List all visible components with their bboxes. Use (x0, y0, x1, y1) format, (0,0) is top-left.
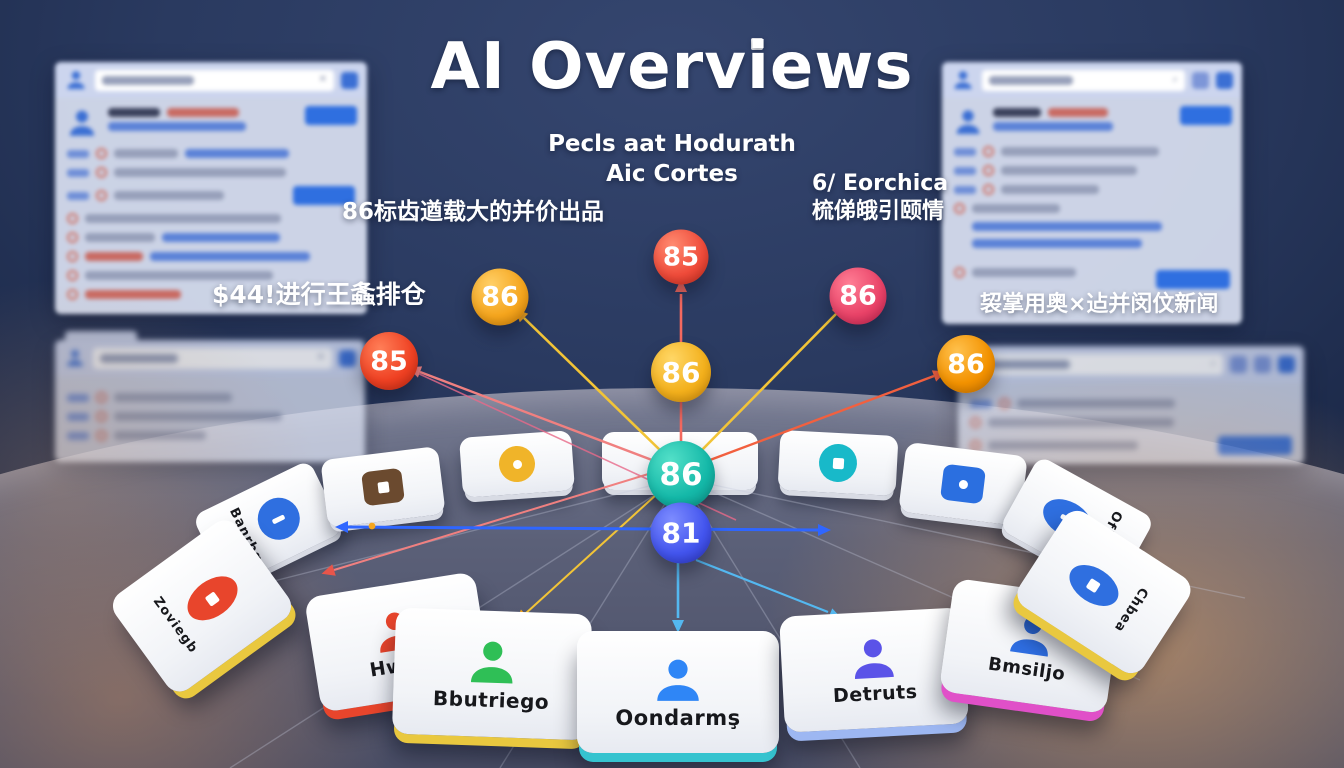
annotation-left-mid: $44!进行王螽排仓 (212, 280, 426, 309)
source-tile-label: Oondarmş (615, 705, 741, 730)
profile-avatar-icon (69, 110, 95, 136)
gear-icon[interactable] (1216, 71, 1233, 89)
score-bubble-right-outer: 86 (829, 267, 887, 325)
avatar-icon (67, 350, 83, 367)
score-bubble-left-inner: 85 (360, 332, 418, 390)
subtitle-line1: Pecls aat Hodurath (548, 131, 796, 157)
score-bubble-right-inner: 86 (937, 335, 995, 393)
list-bullet-icon (96, 148, 107, 159)
primary-button[interactable] (1218, 436, 1292, 455)
list-bullet-icon (983, 146, 994, 157)
gear-icon[interactable] (1278, 355, 1295, 373)
yellow-round-badge-icon (497, 444, 537, 484)
panel-header: ✕ (55, 62, 367, 98)
browser-panel-top-left: ✕ (55, 62, 367, 314)
teal-round-badge-icon (818, 443, 858, 483)
avatar-icon (954, 71, 972, 89)
annotation-right-top: 6/ Eorchica 梳俤皒引颐情 (812, 170, 948, 225)
source-tile-detruts[interactable]: Detruts (779, 607, 969, 733)
list-bullet-icon (96, 392, 107, 403)
action-button[interactable] (305, 106, 357, 125)
primary-button[interactable] (1156, 270, 1230, 289)
panel-header: ⌕ (942, 62, 1242, 98)
browser-panel-mid-right: ⌕ (958, 346, 1304, 464)
score-bubble-left-outer: 86 (471, 268, 529, 326)
person-icon (855, 639, 894, 679)
search-input[interactable]: ⌕ (967, 353, 1223, 375)
clear-icon[interactable]: ✕ (318, 74, 327, 85)
source-tile-brown[interactable] (320, 446, 446, 528)
brown-square-badge-icon (361, 467, 405, 507)
panel-body (55, 98, 367, 316)
source-tile-teal[interactable] (777, 429, 899, 497)
browser-panel-top-right: ⌕ (942, 62, 1242, 324)
clear-icon[interactable]: ✕ (316, 352, 325, 363)
browser-panel-mid-left: ✕ (55, 331, 365, 462)
search-icon[interactable]: ⌕ (1172, 74, 1178, 85)
settings-icon[interactable] (341, 71, 358, 89)
avatar-icon (67, 71, 85, 89)
source-tile-bbutriego[interactable]: Bbutriego (391, 607, 593, 741)
score-bubble-below-hub: 81 (650, 502, 712, 564)
person-icon (470, 641, 513, 684)
source-tile-label: Detruts (832, 680, 919, 708)
search-icon[interactable]: ⌕ (1210, 358, 1216, 369)
score-bubble-upper-middle: 86 (651, 342, 711, 402)
source-tile-label: Bbutriego (432, 685, 550, 714)
person-icon (657, 659, 699, 701)
source-tile-yellow[interactable] (459, 430, 575, 498)
subtitle: Pecls aat Hodurath Aic Cortes (0, 130, 1344, 190)
blue-oval-badge-icon (1061, 556, 1126, 615)
source-tile-oondarms[interactable]: Oondarmş (577, 631, 779, 753)
apps-grid-icon[interactable] (1192, 71, 1209, 89)
small-card (751, 38, 763, 50)
red-oval-badge-icon (178, 567, 246, 630)
blue-round-badge-icon (250, 490, 307, 548)
blue-square-badge-icon (939, 463, 987, 505)
panel-body (55, 376, 365, 457)
panel-header: ⌕ (958, 346, 1304, 382)
panel-header: ✕ (55, 340, 365, 376)
subtitle-line2: Aic Cortes (606, 160, 738, 187)
annotation-right-top-line2: 梳俤皒引颐情 (812, 198, 945, 224)
profile-avatar-icon (956, 110, 980, 134)
annotation-left-top: 86标齿遒载大的并价出品 (342, 199, 605, 225)
search-input[interactable]: ⌕ (982, 69, 1185, 91)
annotation-right-top-line1: 6/ Eorchica (812, 171, 949, 196)
action-button[interactable] (1180, 106, 1232, 125)
plus-icon[interactable] (1230, 355, 1247, 373)
score-bubble-top: 85 (653, 229, 709, 285)
panel-body (942, 98, 1242, 305)
page-title: AI Overviews (430, 30, 914, 104)
menu-icon[interactable] (339, 349, 356, 367)
annotation-right-mid: 袃掌用奥×迠并闵伩新闻 (980, 292, 1219, 317)
score-bubble-hub: 86 (647, 441, 715, 509)
inline-button[interactable] (293, 186, 355, 205)
search-input[interactable]: ✕ (95, 69, 334, 91)
list-bullet-icon (999, 398, 1010, 409)
browser-tab[interactable] (65, 331, 137, 341)
search-input[interactable]: ✕ (93, 347, 332, 369)
source-tile-label: Bmsiljo (986, 653, 1067, 686)
apps-grid-icon[interactable] (1254, 355, 1271, 373)
